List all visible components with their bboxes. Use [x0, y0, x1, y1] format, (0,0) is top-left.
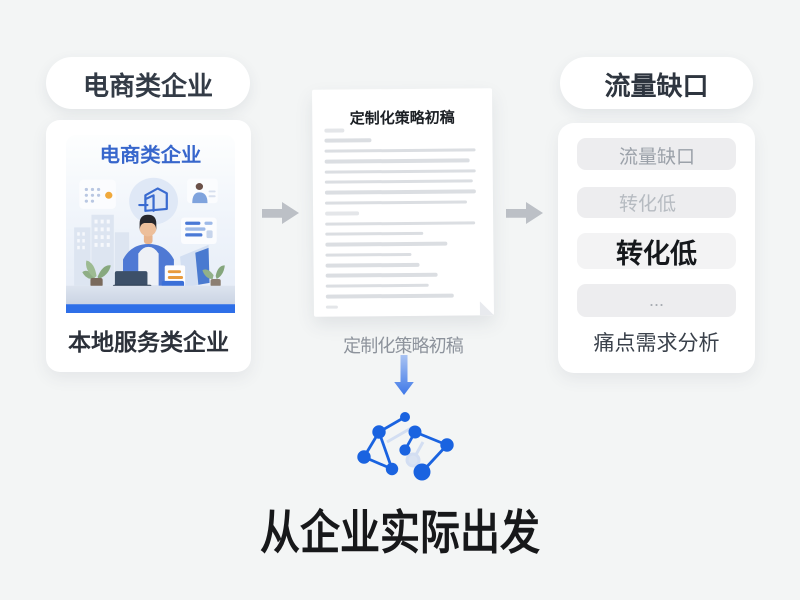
svg-text:电商类企业: 电商类企业 [100, 143, 202, 166]
